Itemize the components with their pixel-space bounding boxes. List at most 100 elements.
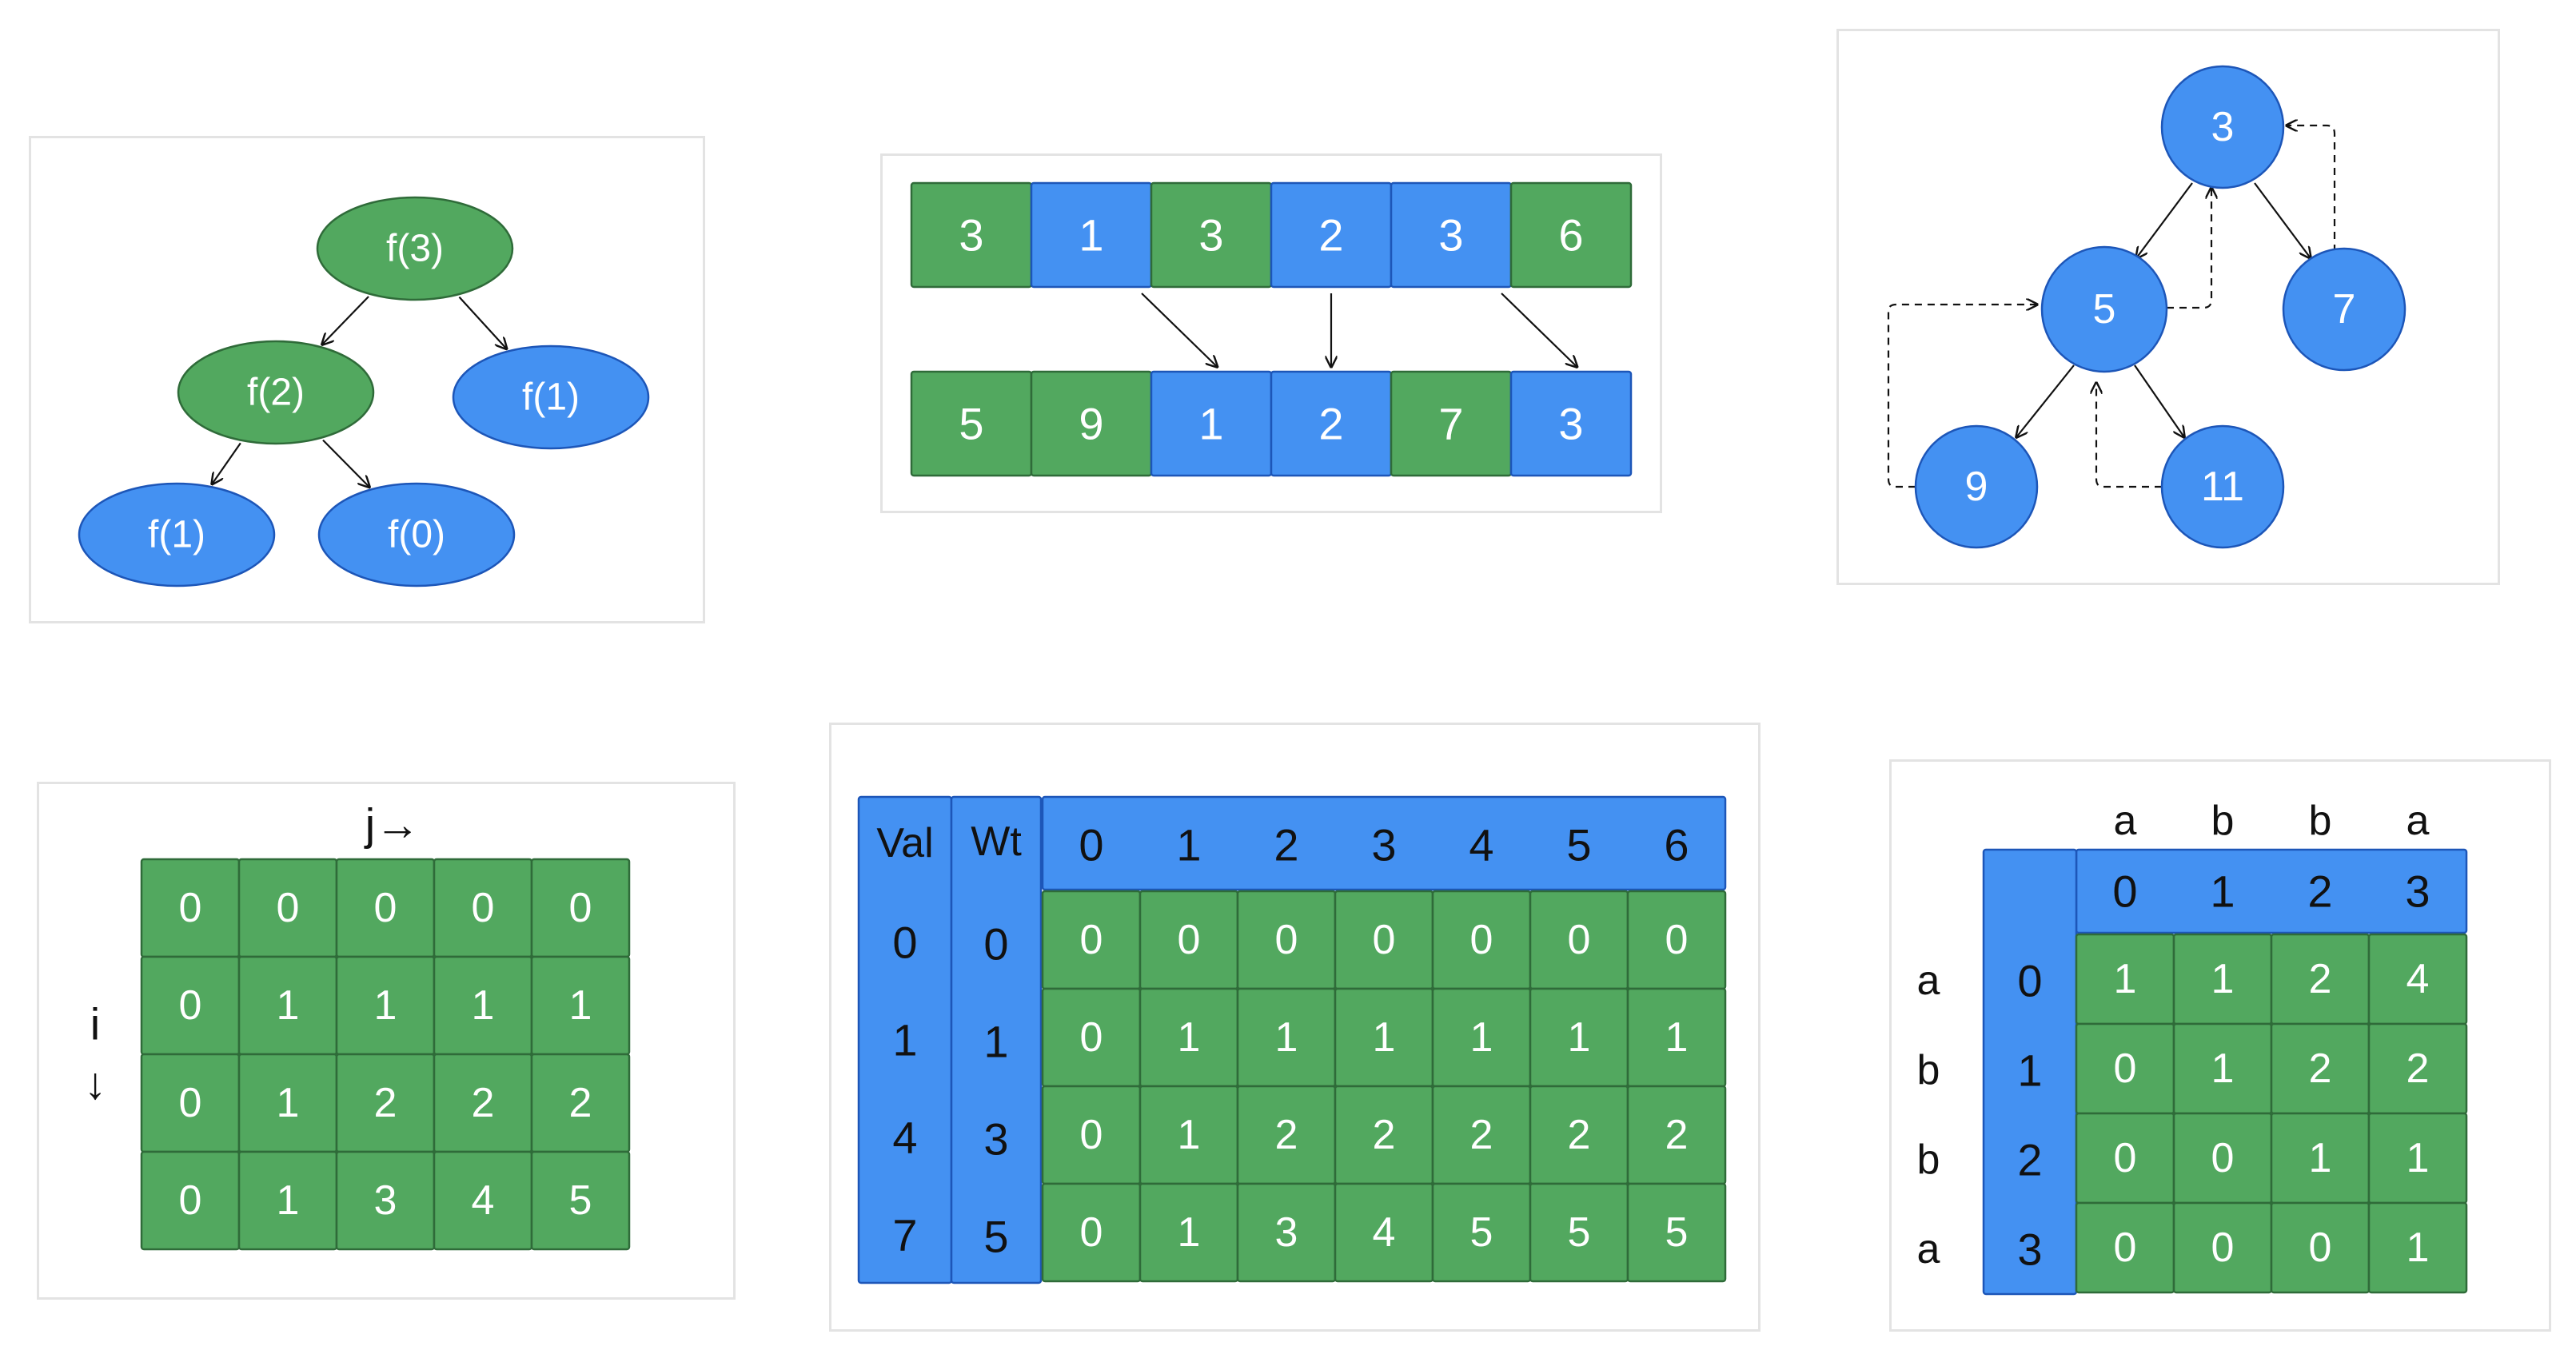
knapsack-cell-label: 5 (1568, 1209, 1591, 1256)
wt-label: 3 (983, 1114, 1008, 1165)
knapsack-cell-label: 1 (1470, 1014, 1493, 1061)
dp-grid-cell-label: 0 (179, 885, 202, 931)
top-array-cell-label: 3 (1438, 210, 1463, 261)
knapsack-cell-label: 1 (1665, 1014, 1689, 1061)
dp-grid-cell-label: 1 (472, 982, 495, 1029)
dp-grid-cell-label: 4 (472, 1177, 495, 1224)
dp-grid-cell-label: 2 (569, 1080, 592, 1126)
tree-edge-arrow (212, 442, 241, 484)
tree-node-label: 3 (2211, 104, 2235, 150)
bottom-array-cell-label: 3 (1558, 399, 1583, 449)
knapsack-cell-label: 2 (1275, 1112, 1298, 1158)
tree-node-label: f(1) (148, 514, 205, 556)
row-char-label: a (1917, 1226, 1940, 1272)
lcs-cell-label: 0 (2114, 1135, 2137, 1181)
tree-edge-arrow (322, 439, 369, 488)
tree-node-label: 5 (2093, 286, 2116, 333)
knapsack-cell-label: 2 (1470, 1112, 1493, 1158)
lcs-cell-label: 1 (2211, 956, 2235, 1002)
dp-grid-cell-label: 1 (277, 982, 300, 1029)
wt-header-label: Wt (971, 818, 1022, 865)
dp-grid-cell-label: 2 (472, 1080, 495, 1126)
wt-label: 5 (983, 1212, 1008, 1262)
column-char-label: a (2407, 798, 2430, 844)
knapsack-cell-label: 0 (1080, 917, 1103, 963)
knapsack-cell (1626, 1182, 1727, 1283)
lcs-cell-label: 1 (2114, 956, 2137, 1002)
traversal-dashed-arrow (2167, 188, 2211, 309)
column-char-label: a (2114, 798, 2137, 844)
wt-column (950, 795, 1043, 1284)
lcs-cell-label: 1 (2407, 1225, 2430, 1271)
lcs-cell-label: 1 (2211, 1045, 2235, 1092)
capacity-header-label: 3 (1371, 820, 1396, 870)
dp-grid-cell-label: 2 (374, 1080, 397, 1126)
top-array-cell (1509, 181, 1633, 289)
val-label: 4 (892, 1113, 917, 1163)
traversal-dashed-arrow (1887, 305, 2037, 488)
mapping-arrow (1501, 293, 1577, 367)
lcs-cell-label: 0 (2309, 1225, 2332, 1271)
column-axis-label: j→ (364, 799, 420, 850)
dp-grid-cell-label: 1 (277, 1080, 300, 1126)
top-array-cell-label: 6 (1558, 210, 1583, 261)
knapsack-cell-label: 1 (1373, 1014, 1396, 1061)
tree-edge-arrow (2136, 182, 2193, 258)
bottom-array-cell-label: 1 (1198, 399, 1223, 449)
row-index-label: 1 (2017, 1045, 2042, 1096)
knapsack-cell-label: 0 (1275, 917, 1298, 963)
dp-grid-cell-label: 1 (277, 1177, 300, 1224)
row-char-label: a (1917, 958, 1940, 1004)
knapsack-cell-label: 0 (1080, 1014, 1103, 1061)
tree-node-t5 (2040, 245, 2168, 373)
dp-grid-cell-label: 1 (569, 982, 592, 1029)
lcs-cell-label: 2 (2309, 956, 2332, 1002)
top-array-cell-label: 3 (959, 210, 983, 261)
tree-node-label: f(3) (386, 228, 444, 270)
row-char-label: b (1917, 1137, 1940, 1183)
lcs-cell (2367, 1201, 2468, 1294)
tree-node-t7 (2282, 247, 2407, 372)
capacity-header-label: 0 (1079, 820, 1103, 870)
val-label: 7 (892, 1210, 917, 1260)
tree-edge-arrow (2016, 364, 2075, 437)
knapsack-cell-label: 5 (1470, 1209, 1493, 1256)
row-axis-arrow: ↓ (84, 1058, 106, 1109)
bottom-array-cell-label: 9 (1079, 399, 1103, 449)
column-index-label: 1 (2210, 866, 2235, 917)
column-index-label: 3 (2405, 866, 2430, 917)
dp-grid-cell-label: 5 (569, 1177, 592, 1224)
bottom-array-cell-label: 5 (959, 399, 983, 449)
knapsack-cell-label: 1 (1178, 1014, 1201, 1061)
lcs-cell-label: 1 (2407, 1135, 2430, 1181)
tree-node-label: 7 (2333, 286, 2356, 333)
tree-node-n0 (316, 196, 514, 301)
knapsack-cell-label: 0 (1665, 917, 1689, 963)
lcs-cell-label: 0 (2211, 1135, 2235, 1181)
capacity-header-label: 6 (1664, 820, 1689, 870)
dp-grid-cell-label: 0 (472, 885, 495, 931)
capacity-header-bar (1041, 795, 1727, 891)
top-array-cell-label: 3 (1198, 210, 1223, 261)
knapsack-cell-label: 1 (1275, 1014, 1298, 1061)
dp-grid-cell-label: 0 (179, 1177, 202, 1224)
dp-grid-cell-label: 0 (179, 982, 202, 1029)
knapsack-cell-label: 0 (1178, 917, 1201, 963)
tree-node-label: 11 (2201, 464, 2244, 510)
knapsack-cell-label: 4 (1373, 1209, 1396, 1256)
tree-node-t3 (2160, 65, 2285, 189)
knapsack-cell-label: 2 (1665, 1112, 1689, 1158)
recursion-tree-panel: f(3)f(2)f(1)f(1)f(0) (29, 136, 705, 623)
traversal-dashed-arrow (2096, 383, 2162, 488)
capacity-header-label: 2 (1274, 820, 1298, 870)
traversal-dashed-arrow (2287, 125, 2336, 252)
row-index-label: 2 (2017, 1135, 2042, 1185)
val-label: 1 (892, 1015, 917, 1065)
